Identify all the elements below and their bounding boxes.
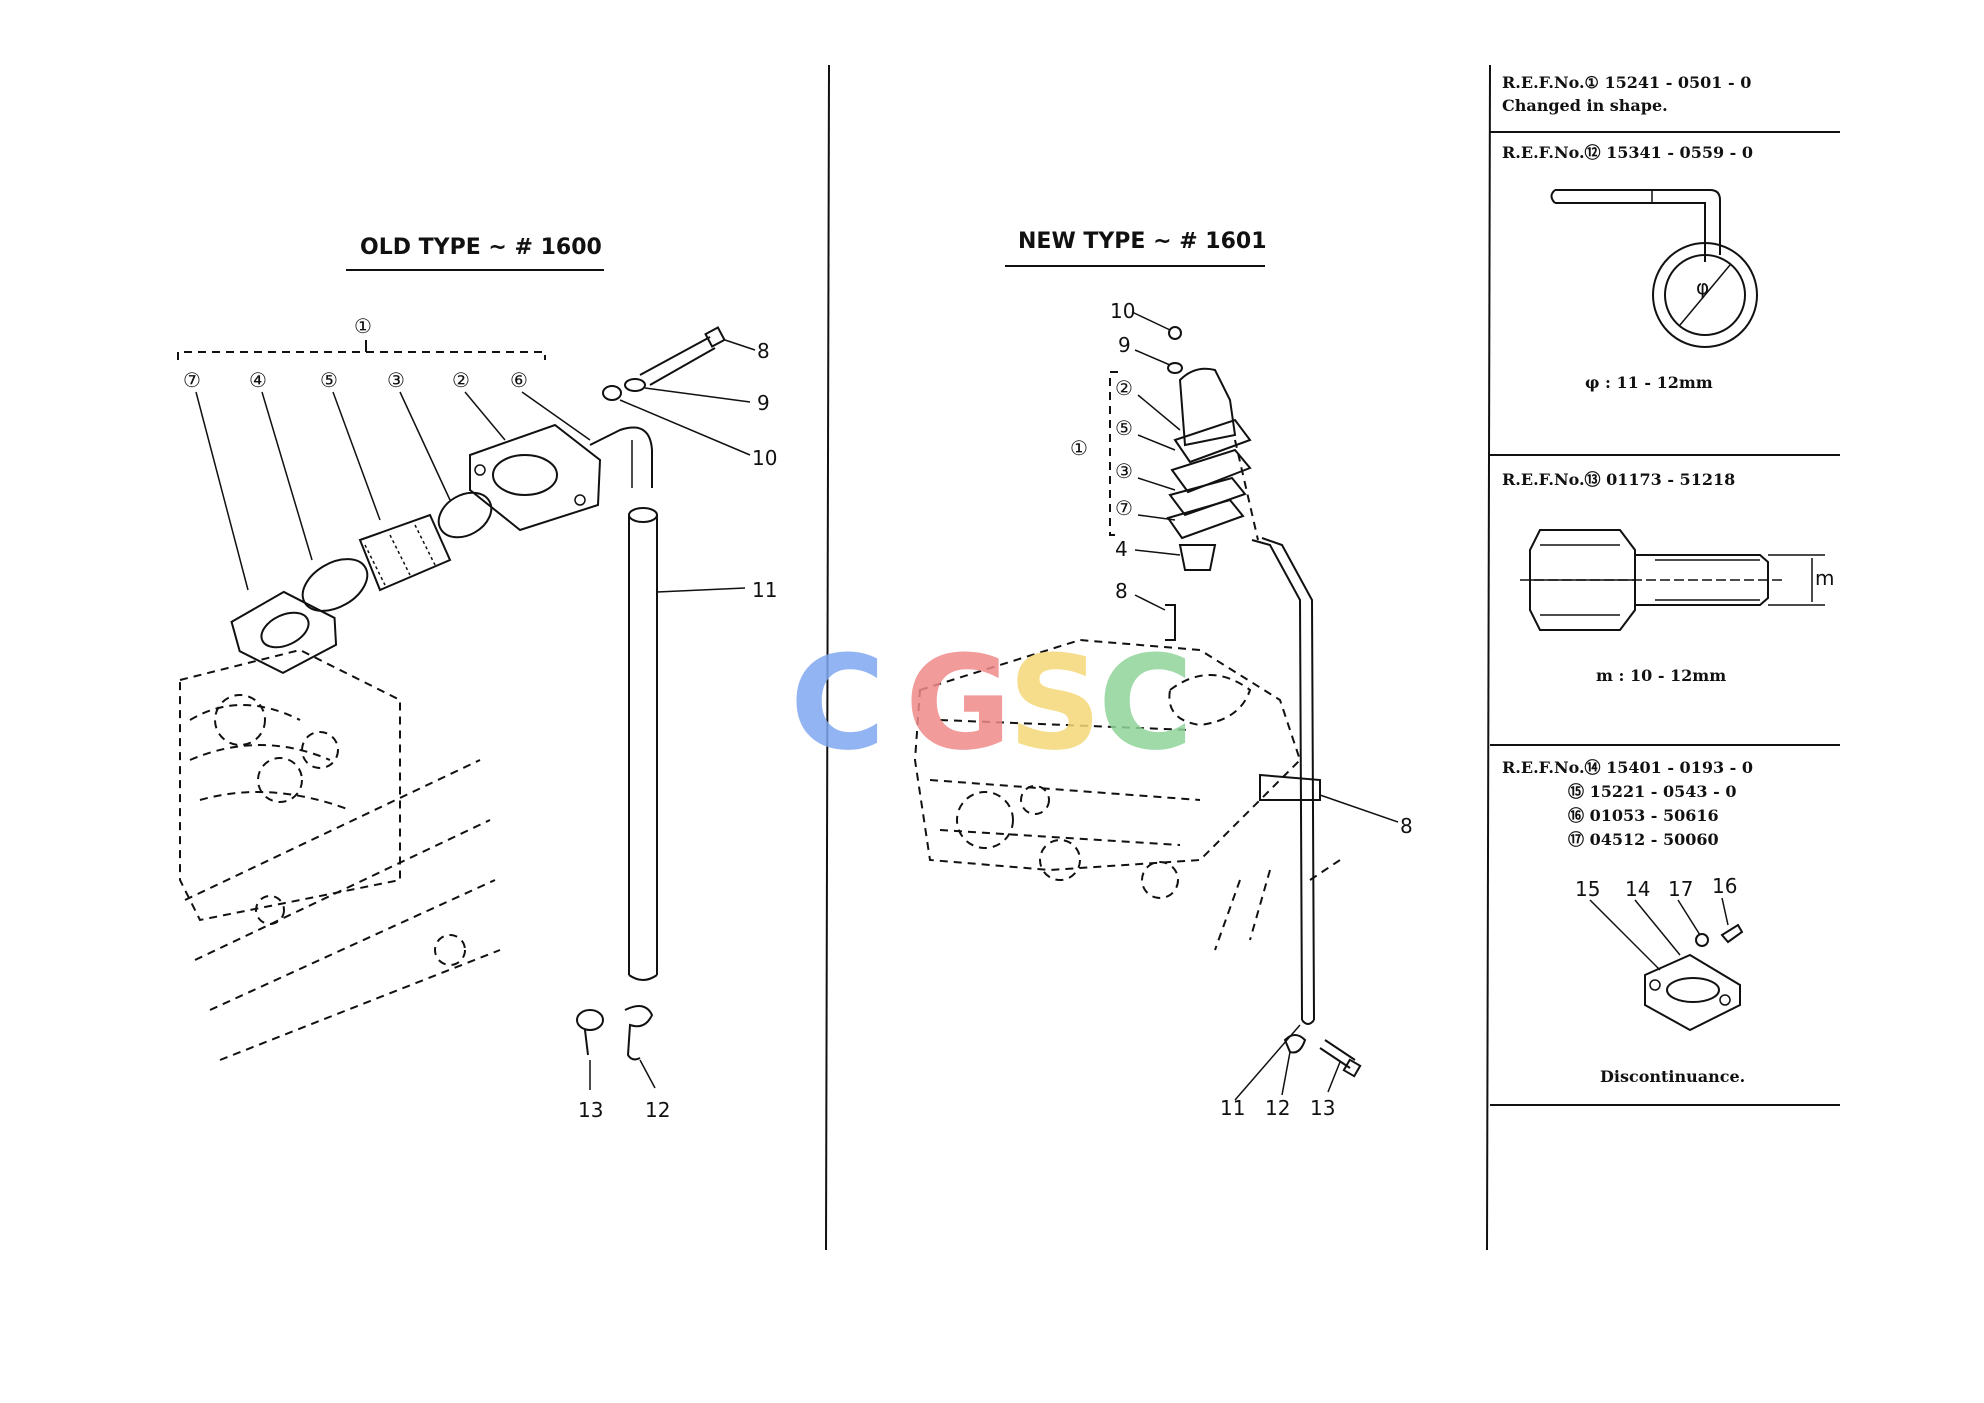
bolt-part: [639, 336, 716, 386]
new-breather-pipe-part: [1234, 439, 1315, 1025]
new-callout-2: ②: [1115, 376, 1133, 400]
ref-14-partno: R.E.F.No.⑭ 15401 - 0193 - 0: [1502, 758, 1753, 777]
new-callout-9: 9: [1118, 333, 1131, 357]
ref-13-partno: R.E.F.No.⑬ 01173 - 51218: [1502, 470, 1735, 489]
old-callout-13: 13: [578, 1098, 603, 1122]
new-callout-8-top: 8: [1115, 579, 1128, 603]
elbow-part: [589, 426, 653, 488]
new-engine-block-sketch: [913, 638, 1341, 951]
new-callout-3: ③: [1115, 459, 1133, 483]
new-callout-11: 11: [1220, 1096, 1245, 1120]
ref-callout-16: 16: [1712, 874, 1737, 898]
old-callout-2: ②: [452, 368, 470, 392]
screen-part-2: [437, 491, 493, 539]
old-callout-11: 11: [752, 578, 777, 602]
ref-14-note: Discontinuance.: [1600, 1067, 1745, 1086]
old-callout-3: ③: [387, 368, 405, 392]
new-assembly-bracket: [1109, 371, 1118, 536]
pipe-clamp-part: [1259, 773, 1321, 801]
screen-part: [301, 558, 369, 612]
old-callout-6: ⑥: [510, 368, 528, 392]
new-breather-housing-part: [1166, 367, 1252, 540]
new-type-section: NEW TYPE ~ # 1601 10 9 ② ⑤ ① ③ ⑦ 4 8: [913, 229, 1413, 1120]
old-callout-1: ①: [354, 314, 372, 338]
new-callout-10: 10: [1110, 299, 1135, 323]
ref-16-partno: ⑯ 01053 - 50616: [1568, 806, 1719, 825]
discontinued-assembly-drawing: [1589, 897, 1744, 1032]
old-type-title: OLD TYPE ~ # 1600: [360, 235, 602, 260]
ref-12-dim-symbol: φ: [1696, 275, 1709, 299]
filter-element-part: [358, 513, 452, 592]
pipe-clip-drawing: φ: [1550, 189, 1758, 348]
new-callout-12: 12: [1265, 1096, 1290, 1120]
cgsc-watermark: C G S C: [790, 627, 1193, 779]
ref-1-note: Changed in shape.: [1502, 96, 1668, 115]
watermark-letter-g: G: [905, 627, 1012, 779]
breather-housing-part: [469, 423, 602, 532]
new-type-title: NEW TYPE ~ # 1601: [1018, 229, 1267, 254]
new-callout-5: ⑤: [1115, 416, 1133, 440]
watermark-letter-s: S: [1008, 627, 1102, 779]
watermark-letter-c2: C: [1098, 627, 1193, 779]
ref-12-partno: R.E.F.No.⑫ 15341 - 0559 - 0: [1502, 143, 1753, 162]
new-callout-4: 4: [1115, 537, 1128, 561]
old-callout-8: 8: [757, 339, 770, 363]
divider-right: [1486, 64, 1491, 1251]
new-callout-7: ⑦: [1115, 496, 1133, 520]
ref-panels: R.E.F.No.① 15241 - 0501 - 0 Changed in s…: [1490, 73, 1840, 1106]
clip-bolt-part: [576, 1009, 604, 1031]
new-bolt-part: [1319, 1039, 1356, 1069]
ref-callout-14: 14: [1625, 877, 1650, 901]
bolt-drawing: m: [1520, 529, 1834, 631]
old-assembly-bracket: [177, 351, 546, 360]
old-callout-12: 12: [645, 1098, 670, 1122]
ref-callout-15: 15: [1575, 877, 1600, 901]
ref-13-dim-symbol: m: [1815, 566, 1834, 590]
ref-callout-17: 17: [1668, 877, 1693, 901]
old-type-section: OLD TYPE ~ # 1600 ① ⑦ ④ ⑤ ③ ② ⑥: [177, 235, 777, 1122]
pipe-clip-part: [624, 1005, 654, 1061]
old-callout-4: ④: [249, 368, 267, 392]
ref-1-partno: R.E.F.No.① 15241 - 0501 - 0: [1502, 73, 1751, 92]
ref-15-partno: ⑮ 15221 - 0543 - 0: [1568, 782, 1736, 801]
old-callout-7: ⑦: [183, 368, 201, 392]
old-callout-10: 10: [752, 446, 777, 470]
watermark-letter-c: C: [790, 627, 885, 779]
washer-part: [624, 378, 646, 392]
old-callout-5: ⑤: [320, 368, 338, 392]
old-callout-9: 9: [757, 391, 770, 415]
ref-12-note: φ : 11 - 12mm: [1585, 373, 1713, 392]
divider-left: [825, 64, 830, 1251]
new-callout-13: 13: [1310, 1096, 1335, 1120]
old-engine-block-sketch: [179, 648, 501, 1061]
ref-13-note: m : 10 - 12mm: [1596, 666, 1726, 685]
new-callout-8-bottom: 8: [1400, 814, 1413, 838]
new-clip-part: [1283, 1034, 1307, 1054]
gasket-part: [230, 590, 338, 675]
new-callout-1: ①: [1070, 436, 1088, 460]
ref-17-partno: ⑰ 04512 - 50060: [1568, 830, 1719, 849]
breather-pipe-part: [628, 507, 658, 981]
